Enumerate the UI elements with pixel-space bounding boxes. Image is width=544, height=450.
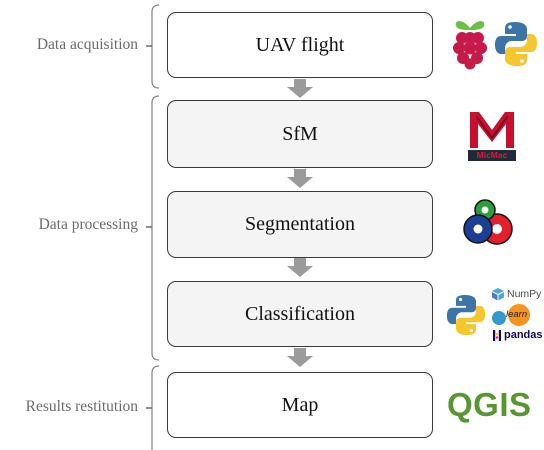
python-icon-classification [446, 295, 486, 335]
numpy-icon [492, 288, 504, 301]
step-uav-flight: UAV flight [167, 12, 433, 78]
arrow-4 [287, 348, 313, 367]
arrow-2 [287, 169, 313, 188]
step-map: Map [167, 372, 433, 438]
phase-label-acquisition: Data acquisition [36, 36, 138, 53]
phase-label-restitution: Results restitution [25, 398, 138, 415]
micmac-wordmark: MicMac [476, 150, 508, 160]
bracket-restitution [151, 365, 160, 450]
scikit-learn-wordmark: learn [506, 309, 528, 320]
raspberry-pi-icon [453, 21, 487, 70]
opencv-icon [463, 199, 513, 245]
step-segmentation: Segmentation [167, 191, 433, 258]
phase-label-processing: Data processing [38, 216, 138, 233]
python-icon [495, 22, 537, 66]
step-classification: Classification [167, 281, 433, 347]
pandas-wordmark: pandas [504, 329, 543, 341]
scikit-learn-icon [492, 304, 530, 326]
arrow-1 [287, 79, 313, 98]
arrow-3 [287, 258, 313, 277]
qgis-wordmark: QGIS [447, 386, 532, 423]
micmac-icon [468, 112, 516, 161]
pandas-icon [493, 330, 501, 341]
bracket-acquisition [151, 4, 160, 89]
numpy-wordmark: NumPy [507, 288, 542, 300]
bracket-processing [151, 95, 160, 361]
step-sfm: SfM [167, 100, 433, 168]
